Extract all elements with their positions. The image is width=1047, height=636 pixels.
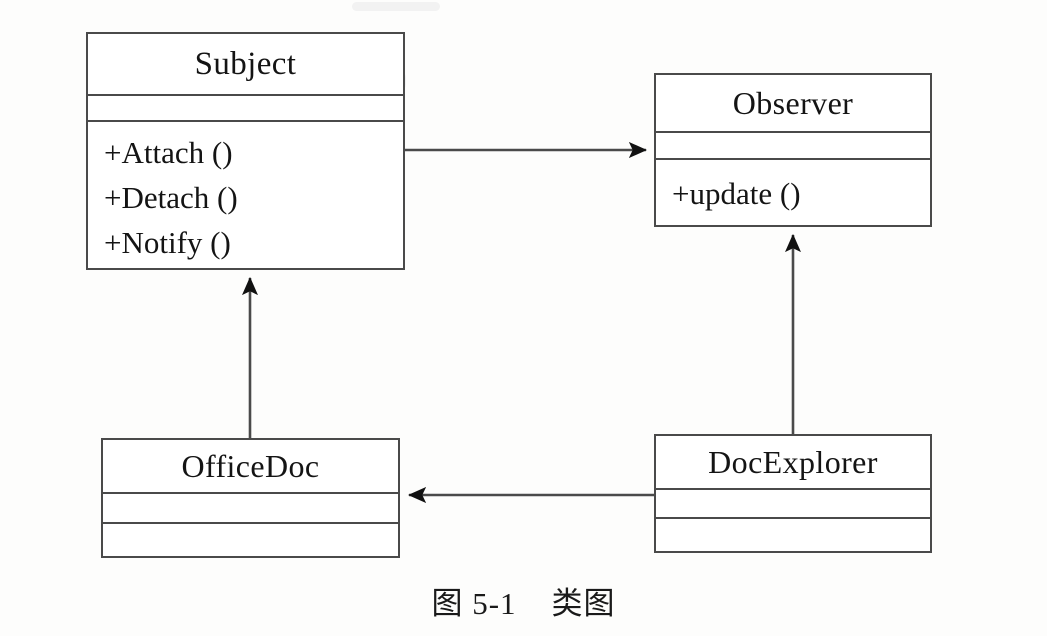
operations-compartment-officedoc — [103, 522, 398, 557]
attributes-compartment-observer — [656, 131, 930, 158]
uml-class-observer[interactable]: Observer +update () — [654, 73, 932, 227]
class-name-officedoc: OfficeDoc — [181, 447, 320, 484]
figure-caption: 图 5-1 类图 — [431, 586, 616, 621]
class-name-docexplorer: DocExplorer — [708, 443, 878, 480]
attributes-compartment-docexplorer — [656, 488, 930, 517]
class-name-subject: Subject — [194, 45, 297, 82]
attributes-compartment-subject — [88, 94, 403, 120]
uml-class-subject[interactable]: Subject +Attach () +Detach () +Notify () — [86, 32, 405, 270]
uml-class-officedoc[interactable]: OfficeDoc — [101, 438, 400, 558]
attributes-compartment-officedoc — [103, 492, 398, 522]
operation-item: +Attach () — [104, 135, 233, 170]
class-name-observer: Observer — [732, 84, 854, 121]
scan-artifact — [352, 2, 440, 11]
operation-item: +Notify () — [104, 225, 231, 260]
operation-item: +update () — [672, 176, 801, 211]
operation-item: +Detach () — [104, 180, 238, 215]
operations-compartment-observer: +update () — [656, 158, 930, 227]
operations-compartment-subject: +Attach () +Detach () +Notify () — [88, 120, 403, 267]
operations-compartment-docexplorer — [656, 517, 930, 551]
uml-class-docexplorer[interactable]: DocExplorer — [654, 434, 932, 553]
